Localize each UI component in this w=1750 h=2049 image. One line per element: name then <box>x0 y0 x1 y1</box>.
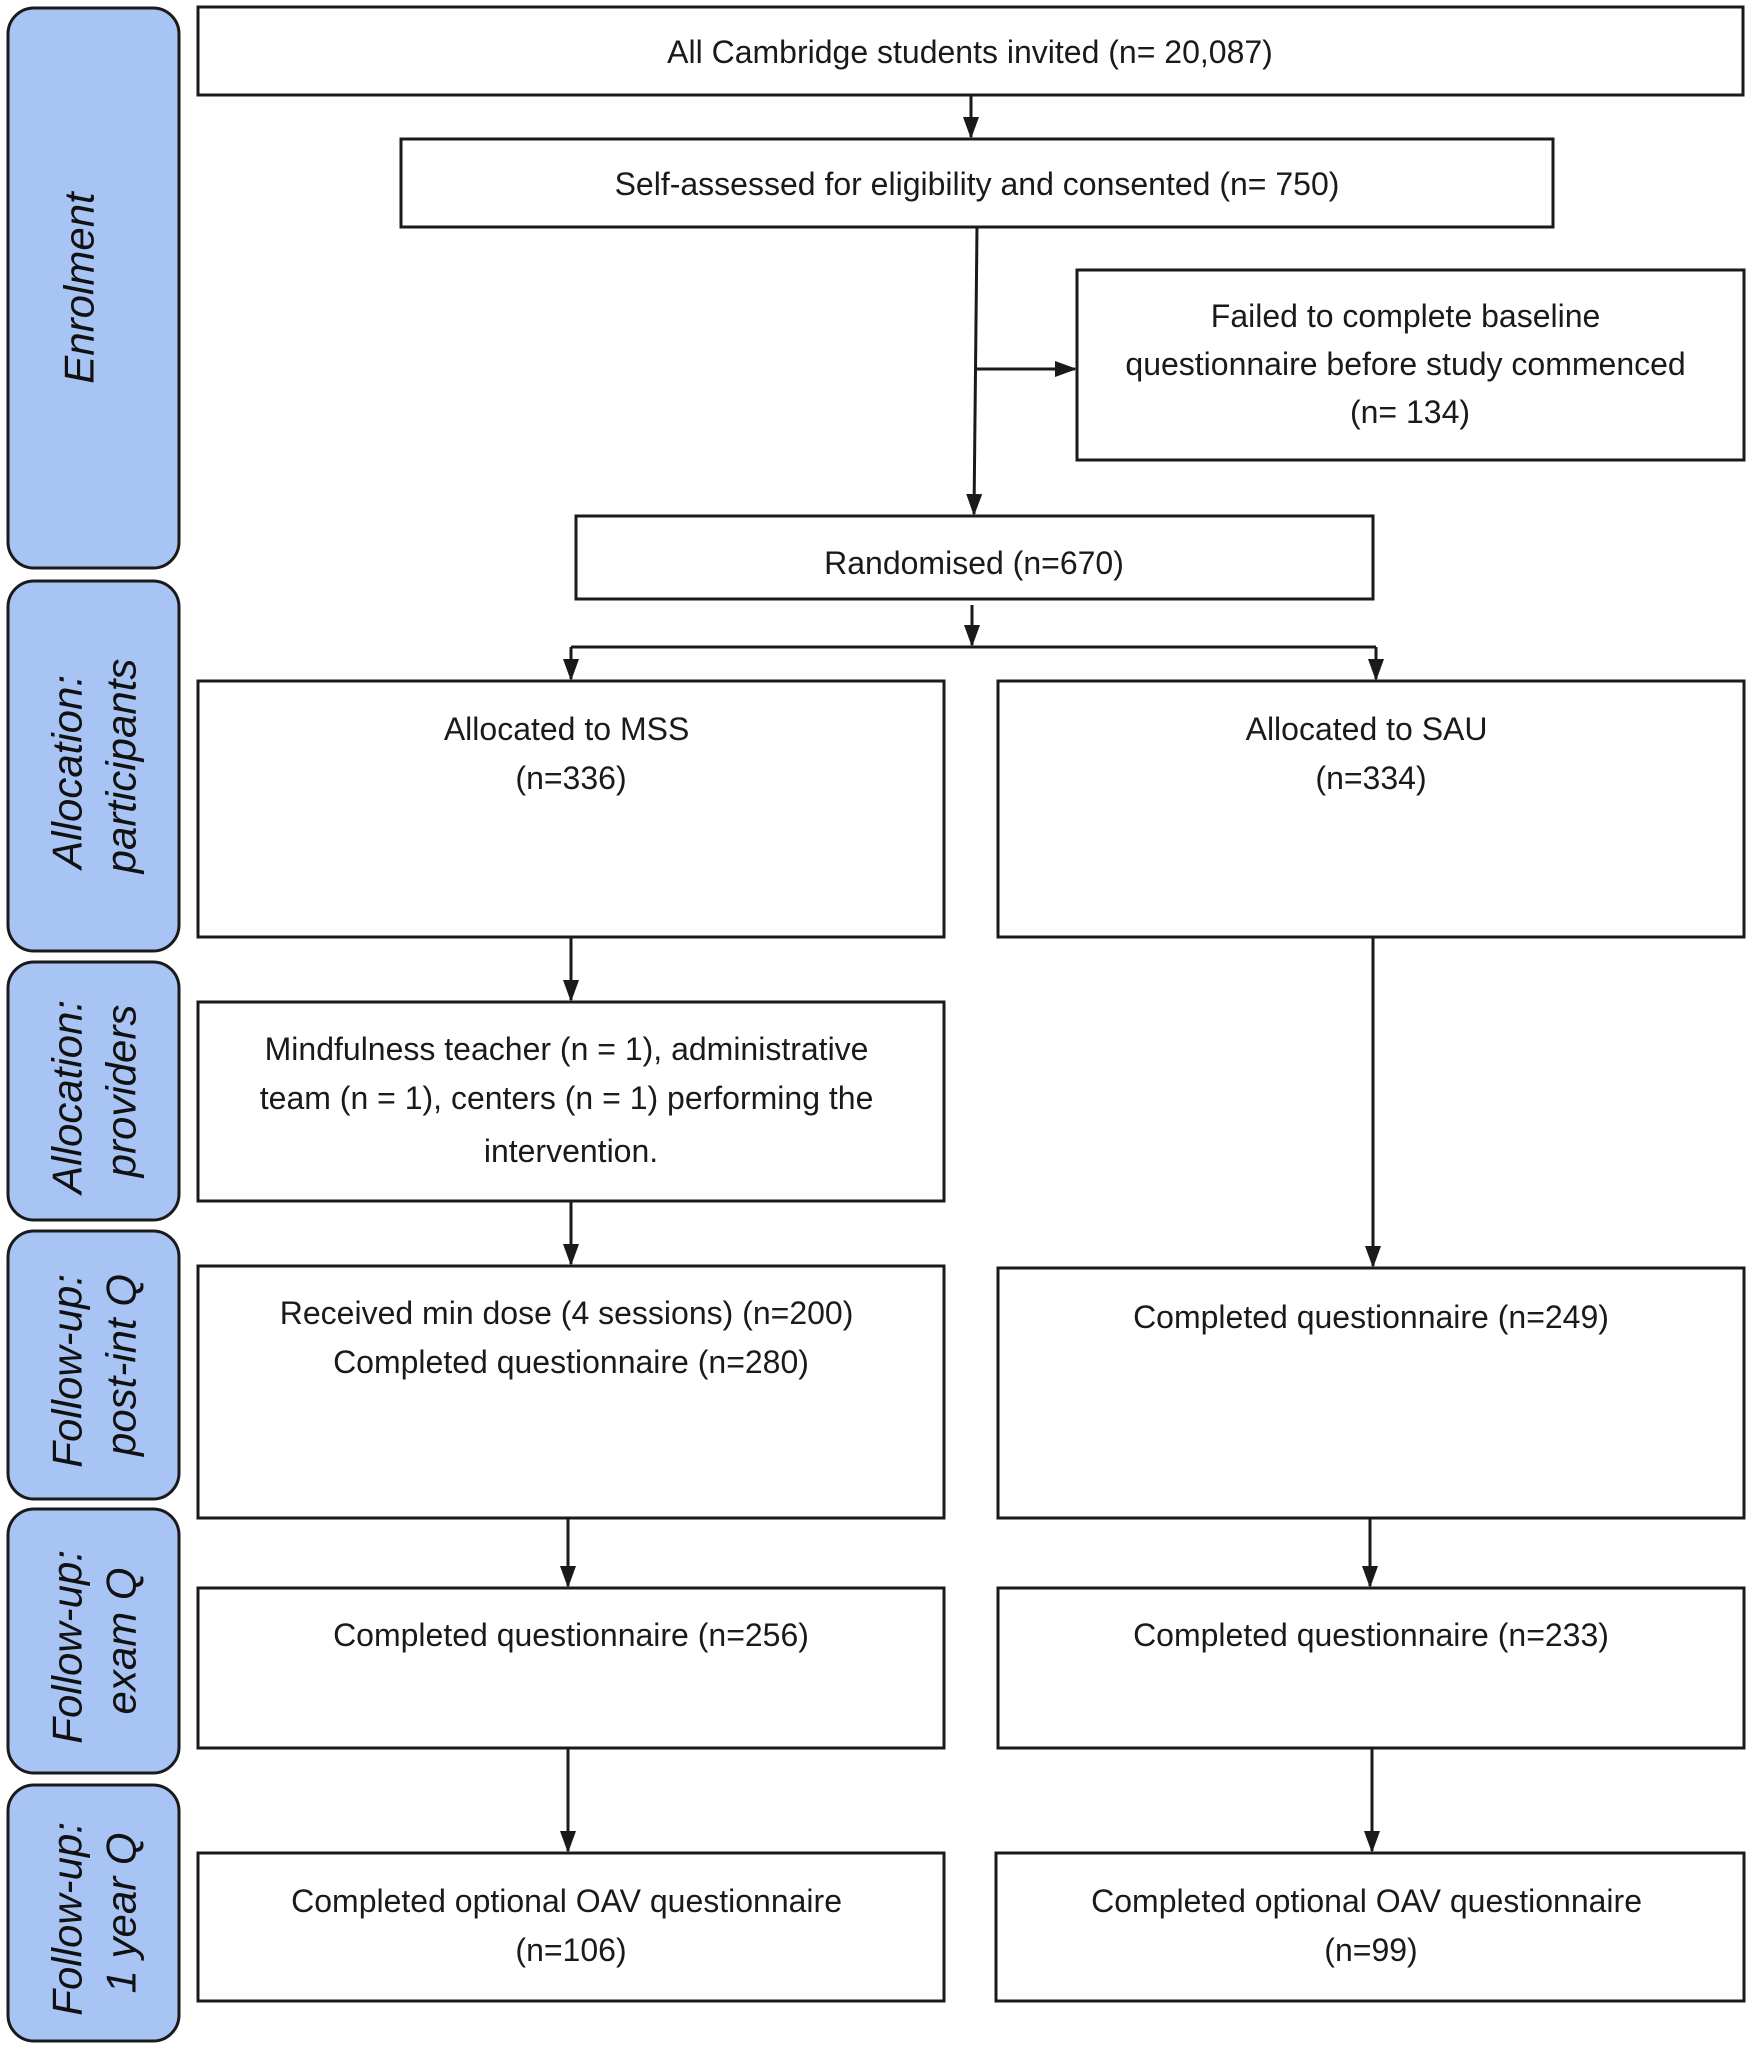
box-text-line: Completed questionnaire (n=233) <box>1133 1617 1609 1653</box>
svg-text:Completed questionnaire (n=233: Completed questionnaire (n=233) <box>1133 1617 1609 1653</box>
svg-text:Mindfulness teacher (n = 1), a: Mindfulness teacher (n = 1), administrat… <box>260 1031 883 1169</box>
svg-text:Received min dose (4 sessions): Received min dose (4 sessions) (n=200) C… <box>280 1295 863 1380</box>
flow-box-sau-exam: Completed questionnaire (n=233) <box>996 1586 1746 1750</box>
svg-text:Completed questionnaire (n=256: Completed questionnaire (n=256) <box>333 1617 809 1653</box>
flow-box-invited: All Cambridge students invited (n= 20,08… <box>196 5 1745 97</box>
svg-text:Allocated to SAU (n=334): Allocated to SAU (n=334) <box>1246 711 1497 796</box>
stage-followup-1-year: Follow-up: 1 year Q <box>6 1783 181 2043</box>
box-text-line: Allocated to MSS <box>444 711 689 747</box>
box-text-line: Mindfulness teacher (n = 1), administrat… <box>265 1031 869 1067</box>
box-text-line: Failed to complete baseline <box>1211 298 1601 334</box>
box-text-line: team (n = 1), centers (n = 1) performing… <box>260 1080 874 1116</box>
stage-label-line: Allocation: <box>44 675 91 872</box>
box-text-line: All Cambridge students invited (n= 20,08… <box>667 34 1273 70</box>
stage-allocation-providers: Allocation: providers <box>6 960 181 1222</box>
stage-sidebar: Enrolment Allocation: participants Alloc… <box>6 6 181 2043</box>
box-text-line: Completed questionnaire (n=280) <box>333 1344 809 1380</box>
box-text-line: questionnaire before study commenced <box>1125 346 1685 382</box>
svg-text:All Cambridge students invited: All Cambridge students invited (n= 20,08… <box>667 34 1273 70</box>
box-text-line: Completed optional OAV questionnaire <box>1091 1883 1642 1919</box>
box-text-line: (n=99) <box>1324 1932 1417 1968</box>
flow-box-mss-providers: Mindfulness teacher (n = 1), administrat… <box>196 1000 946 1203</box>
box-text-line: Received min dose (4 sessions) (n=200) <box>280 1295 854 1331</box>
flow-box-mss-post-int: Received min dose (4 sessions) (n=200) C… <box>196 1264 946 1520</box>
svg-text:Completed optional OAV questio: Completed optional OAV questionnaire (n=… <box>291 1883 851 1968</box>
flow-box-excluded: Failed to complete baseline questionnair… <box>1075 268 1746 462</box>
stage-label-line: 1 year Q <box>98 1832 145 1993</box>
box-text-line: intervention. <box>484 1133 658 1169</box>
flow-box-randomised: Randomised (n=670) <box>574 514 1375 601</box>
svg-text:Completed optional OAV questio: Completed optional OAV questionnaire (n=… <box>1091 1883 1651 1968</box>
stage-label-line: Follow-up: <box>44 1274 91 1468</box>
svg-text:Follow-up: post-int Q: Follow-up: post-int Q <box>44 1262 145 1467</box>
flow-box-sau-allocated: Allocated to SAU (n=334) <box>996 679 1746 939</box>
box-text-line: (n=334) <box>1315 760 1426 796</box>
flow-box-mss-exam: Completed questionnaire (n=256) <box>196 1586 946 1750</box>
stage-label-line: Enrolment <box>56 190 103 384</box>
svg-text:Follow-up: 1 year Q: Follow-up: 1 year Q <box>44 1810 145 2015</box>
box-text-line: Completed questionnaire (n=249) <box>1133 1299 1609 1335</box>
svg-text:Randomised (n=670): Randomised (n=670) <box>824 545 1124 581</box>
stage-allocation-participants: Allocation: participants <box>6 579 181 953</box>
stage-followup-post-int: Follow-up: post-int Q <box>6 1229 181 1501</box>
connectors <box>560 95 1384 1853</box>
svg-text:Follow-up: exam Q: Follow-up: exam Q <box>44 1538 145 1743</box>
stage-label-line: post-int Q <box>98 1274 145 1458</box>
flow-box-sau-post-int: Completed questionnaire (n=249) <box>996 1266 1746 1520</box>
svg-text:Allocation: providers: Allocation: providers <box>44 988 145 1196</box>
box-text-line: Completed optional OAV questionnaire <box>291 1883 842 1919</box>
stage-label-line: Follow-up: <box>44 1550 91 1744</box>
svg-text:Failed to complete baseline: Failed to complete baseline questionnair… <box>1125 298 1694 430</box>
flow-box-mss-allocated: Allocated to MSS (n=336) <box>196 679 946 939</box>
flow-box-consented: Self-assessed for eligibility and consen… <box>399 137 1555 229</box>
box-text-line: (n= 134) <box>1350 394 1470 430</box>
box-text-line: (n=336) <box>515 760 626 796</box>
svg-text:Allocated to MSS (n=336): Allocated to MSS (n=336) <box>444 711 698 796</box>
svg-text:Completed questionnaire (n=249: Completed questionnaire (n=249) <box>1133 1299 1609 1335</box>
stage-label-line: exam Q <box>98 1567 145 1714</box>
box-text-line: Randomised (n=670) <box>824 545 1124 581</box>
stage-enrolment: Enrolment <box>6 6 181 570</box>
box-text-line: Completed questionnaire (n=256) <box>333 1617 809 1653</box>
svg-text:Self-assessed for eligibility: Self-assessed for eligibility and consen… <box>615 166 1340 202</box>
box-text-line: Allocated to SAU <box>1246 711 1488 747</box>
flow-box-sau-1-year: Completed optional OAV questionnaire (n=… <box>994 1851 1746 2003</box>
svg-text:Enrolment: Enrolment <box>56 190 103 384</box>
stage-label-line: Allocation: <box>44 1000 91 1197</box>
stage-label-line: Follow-up: <box>44 1822 91 2016</box>
stage-label-line: providers <box>98 1005 145 1180</box>
stage-label-line: participants <box>98 659 145 876</box>
stage-followup-exam: Follow-up: exam Q <box>6 1507 181 1775</box>
line-consented-to-randomised <box>966 226 983 516</box>
box-text-line: (n=106) <box>515 1932 626 1968</box>
svg-text:Allocation: participan: Allocation: participants <box>44 659 145 876</box>
flow-box-mss-1-year: Completed optional OAV questionnaire (n=… <box>196 1851 946 2003</box>
box-text-line: Self-assessed for eligibility and consen… <box>615 166 1340 202</box>
